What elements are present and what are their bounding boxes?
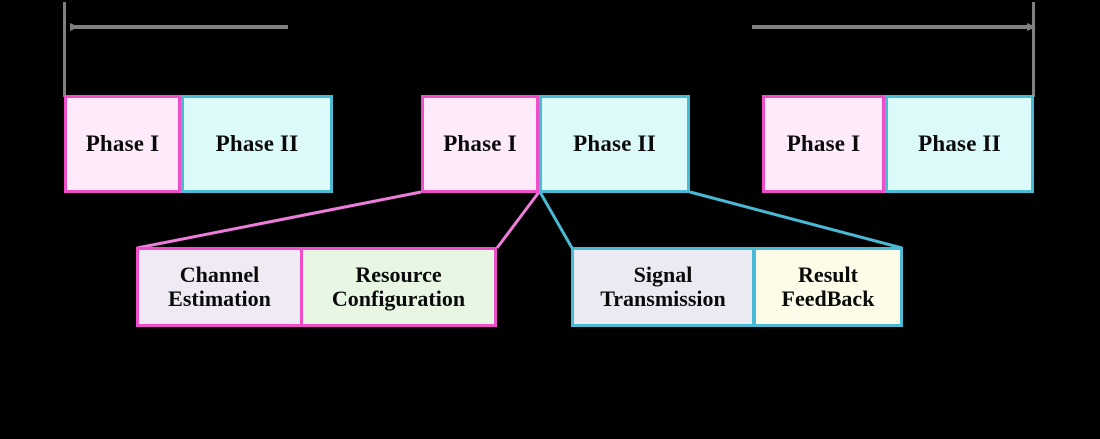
detail-box-label: Channel Estimation (168, 262, 271, 311)
connector-phase-i-left (136, 190, 422, 250)
phase-block-label: Phase II (215, 130, 299, 156)
phase-block-label: Phase II (573, 130, 656, 156)
detail-box-resource-configuration[interactable]: Resource Configuration (300, 247, 497, 327)
phase-block-middle-phase-ii[interactable]: Phase II (539, 95, 690, 193)
phase-block-label: Phase I (85, 130, 160, 156)
detail-box-channel-estimation[interactable]: Channel Estimation (136, 247, 303, 327)
connector-phase-i-right (495, 191, 541, 249)
connector-phase-ii-right (689, 190, 903, 250)
phase-block-middle-phase-i[interactable]: Phase I (421, 95, 539, 193)
detail-box-result-feedback[interactable]: Result FeedBack (753, 247, 903, 327)
connector-phase-ii-left (538, 191, 574, 249)
phase-block-right-phase-ii[interactable]: Phase II (885, 95, 1034, 193)
phase-block-right-phase-i[interactable]: Phase I (762, 95, 885, 193)
phase-block-label: Phase I (786, 130, 861, 156)
phase-block-label: Phase I (443, 130, 517, 156)
detail-box-signal-transmission[interactable]: Signal Transmission (571, 247, 755, 327)
detail-box-label: Signal Transmission (600, 262, 726, 311)
detail-box-label: Result FeedBack (781, 262, 875, 311)
phase-block-label: Phase II (918, 130, 1001, 156)
phase-block-left-phase-ii[interactable]: Phase II (181, 95, 333, 193)
phase-block-left-phase-i[interactable]: Phase I (64, 95, 181, 193)
detail-box-label: Resource Configuration (331, 262, 466, 311)
